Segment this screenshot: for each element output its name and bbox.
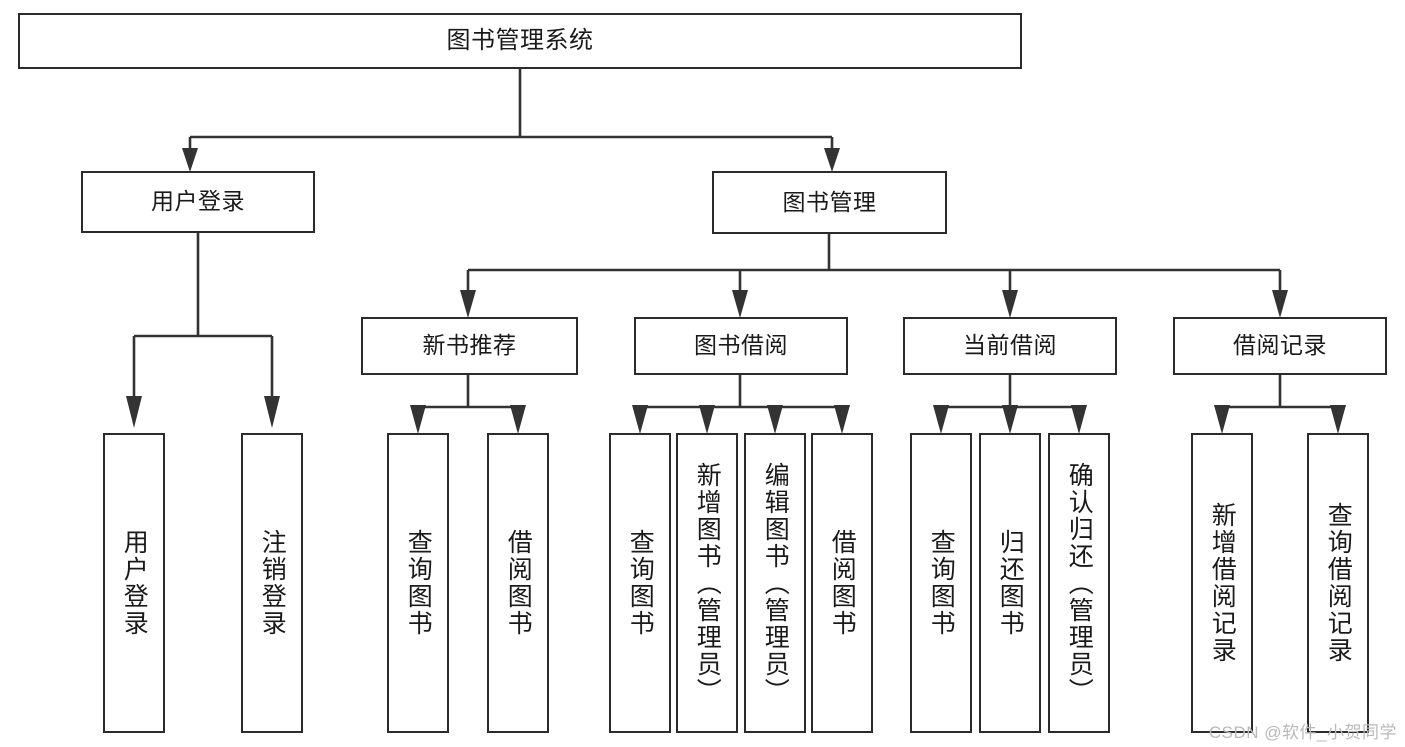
arrowhead-borrowrecord-leaf-2 <box>1330 405 1346 434</box>
node-label: 编辑图书（管理员） <box>761 461 790 705</box>
node-label: 借阅图书 <box>504 529 533 637</box>
arrowhead-bookborrow-leaf-1 <box>632 405 648 434</box>
leaf-borrow-book[interactable]: 借阅图书 <box>811 433 873 733</box>
node-borrow-record[interactable]: 借阅记录 <box>1173 317 1387 375</box>
arrowhead-l3-bookborrow <box>732 290 748 318</box>
leaf-query-borrow-record[interactable]: 查询借阅记录 <box>1307 433 1369 733</box>
arrowhead-newbook-leaf-2 <box>510 405 526 434</box>
arrowhead-bookborrow-leaf-3 <box>767 405 783 434</box>
leaf-query-book-current[interactable]: 查询图书 <box>910 433 972 733</box>
leaf-return-book[interactable]: 归还图书 <box>979 433 1041 733</box>
node-label: 注销登录 <box>258 529 287 637</box>
node-label: 新增图书（管理员） <box>693 461 722 705</box>
node-label: 用户登录 <box>120 529 149 637</box>
node-label: 新增借阅记录 <box>1208 502 1237 664</box>
arrowhead-currentborrow-leaf-2 <box>1002 405 1018 434</box>
leaf-query-book-borrow[interactable]: 查询图书 <box>609 433 671 733</box>
node-label: 图书管理 <box>782 188 877 215</box>
node-label: 图书管理系统 <box>446 26 594 54</box>
node-label: 归还图书 <box>996 529 1025 637</box>
arrowhead-newbook-leaf-1 <box>410 405 426 434</box>
leaf-user-login[interactable]: 用户登录 <box>103 433 165 733</box>
leaf-edit-book-admin[interactable]: 编辑图书（管理员） <box>744 433 806 733</box>
leaf-add-borrow-record[interactable]: 新增借阅记录 <box>1191 433 1253 733</box>
node-user-login[interactable]: 用户登录 <box>81 171 315 233</box>
leaf-query-book-recommend[interactable]: 查询图书 <box>387 433 449 733</box>
leaf-logout[interactable]: 注销登录 <box>241 433 303 733</box>
node-book-management[interactable]: 图书管理 <box>712 171 947 234</box>
node-label: 借阅记录 <box>1233 332 1327 359</box>
node-label: 新书推荐 <box>422 332 517 359</box>
arrowhead-l3-currentborrow <box>1002 290 1018 318</box>
arrowhead-bookborrow-leaf-2 <box>699 405 715 434</box>
leaf-confirm-return-admin[interactable]: 确认归还（管理员） <box>1048 433 1110 733</box>
leaf-borrow-book-recommend[interactable]: 借阅图书 <box>487 433 549 733</box>
node-label: 图书借阅 <box>694 332 788 359</box>
arrowhead-l3-newbook <box>460 290 476 318</box>
arrowhead-userlogin-leaf-1 <box>126 396 142 428</box>
node-label: 查询图书 <box>404 529 433 637</box>
arrowhead-book-manage <box>824 148 840 172</box>
arrowhead-currentborrow-leaf-3 <box>1071 405 1087 434</box>
node-label: 借阅图书 <box>828 529 857 637</box>
arrowhead-bookborrow-leaf-4 <box>834 405 850 434</box>
node-label: 用户登录 <box>151 188 245 215</box>
node-label: 查询图书 <box>626 529 655 637</box>
node-root-book-management-system[interactable]: 图书管理系统 <box>18 13 1022 69</box>
arrowhead-borrowrecord-leaf-1 <box>1214 405 1230 434</box>
node-new-book-recommend[interactable]: 新书推荐 <box>361 317 578 375</box>
node-label: 当前借阅 <box>963 332 1057 359</box>
arrowhead-currentborrow-leaf-1 <box>933 405 949 434</box>
node-book-borrow[interactable]: 图书借阅 <box>634 317 848 375</box>
node-label: 查询图书 <box>927 529 956 637</box>
node-label: 查询借阅记录 <box>1324 502 1353 664</box>
arrowhead-userlogin-leaf-2 <box>264 396 280 428</box>
arrowhead-l3-borrowrecord <box>1272 290 1288 318</box>
node-current-borrow[interactable]: 当前借阅 <box>903 317 1117 375</box>
csdn-watermark: CSDN @软件_小贺同学 <box>1208 723 1397 742</box>
node-label: 确认归还（管理员） <box>1065 461 1094 705</box>
leaf-add-book-admin[interactable]: 新增图书（管理员） <box>676 433 738 733</box>
arrowhead-user-login <box>182 148 198 172</box>
